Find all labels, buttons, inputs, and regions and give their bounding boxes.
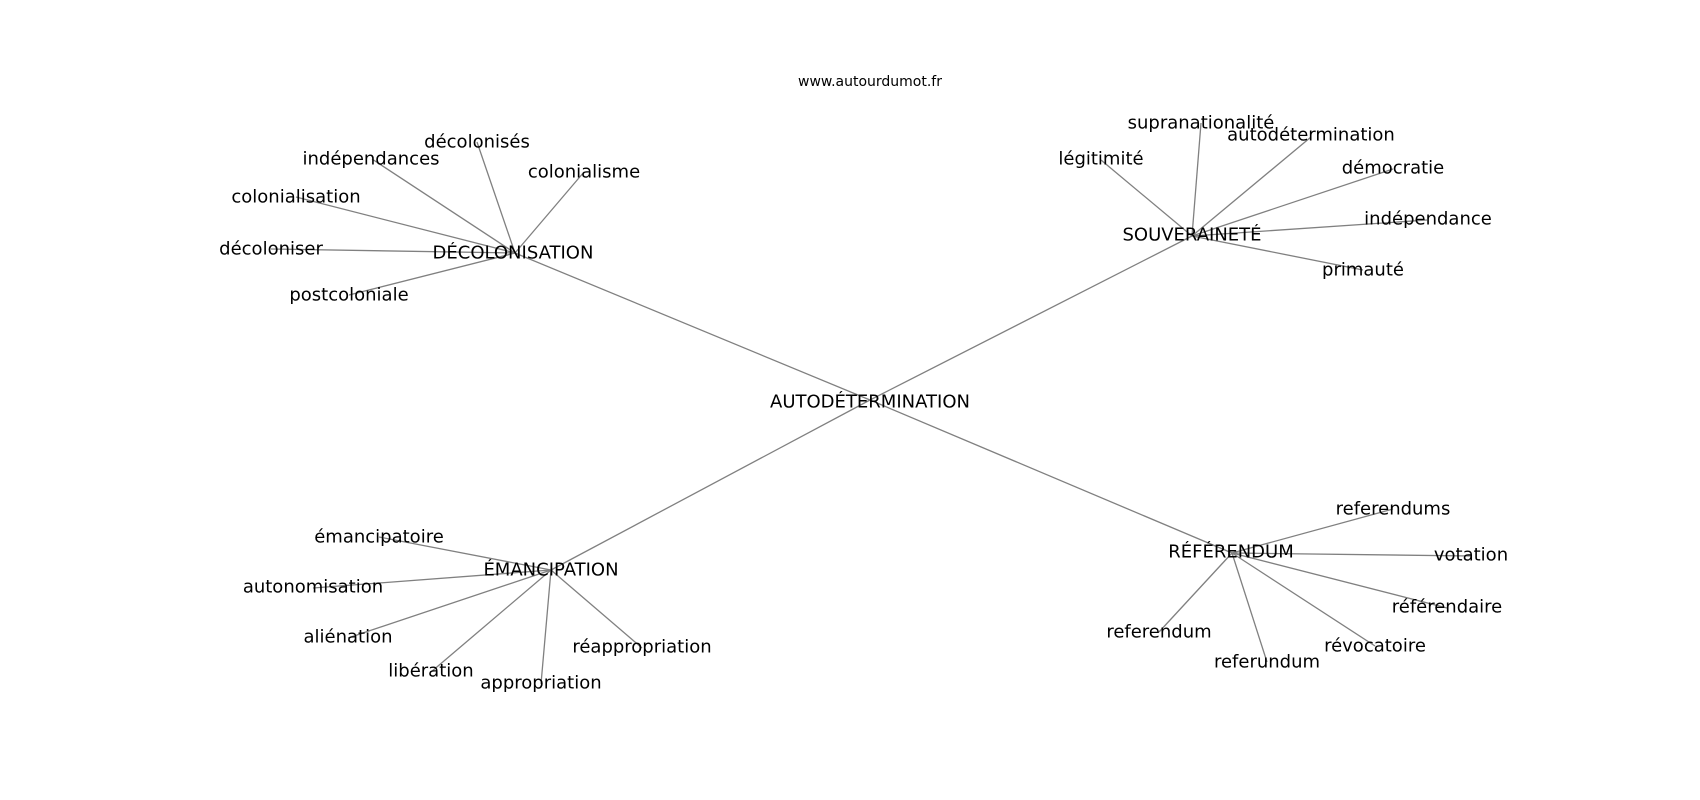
leaf-node: supranationalité	[1128, 113, 1275, 134]
edge-center-decolonisation	[514, 252, 871, 401]
site-watermark: www.autourdumot.fr	[798, 74, 942, 90]
leaf-node: référendaire	[1392, 597, 1503, 618]
leaf-node: primauté	[1322, 260, 1404, 281]
edge-leaf	[378, 536, 552, 571]
cluster-emancipation: ÉMANCIPATION émancipatoire autonomisatio…	[243, 527, 712, 694]
leaf-node: légitimité	[1058, 149, 1143, 170]
cluster-referendum: RÉFÉRENDUM referendums votation référend…	[1106, 499, 1508, 673]
edge-leaf	[371, 158, 516, 254]
edge-leaf	[1231, 552, 1448, 609]
leaf-node: émancipatoire	[314, 527, 444, 548]
edge-leaf	[550, 569, 643, 649]
leaf-node: postcoloniale	[289, 285, 408, 306]
edge-leaf	[347, 569, 552, 639]
edges	[270, 122, 1472, 685]
edge-center-emancipation	[550, 399, 871, 571]
edge-center-referendum	[869, 399, 1233, 554]
leaf-node: indépendances	[302, 149, 439, 170]
edge-leaf	[1100, 159, 1193, 237]
leaf-node: referendum	[1106, 622, 1211, 643]
edge-leaf	[1191, 122, 1202, 237]
edge-leaf	[1191, 235, 1364, 271]
leaf-node: appropriation	[480, 673, 601, 694]
edge-leaf	[1158, 552, 1233, 633]
leaf-node: indépendance	[1364, 209, 1492, 230]
edge-leaf	[295, 196, 516, 254]
leaf-node: décolonisés	[424, 132, 530, 153]
edge-leaf	[348, 252, 516, 296]
edge-leaf	[312, 569, 552, 589]
leaf-node: libération	[388, 661, 473, 682]
leaf-node: referundum	[1214, 652, 1320, 673]
edge-center-souverainete	[869, 235, 1193, 401]
hub-node: ÉMANCIPATION	[483, 559, 618, 581]
leaf-node: démocratie	[1342, 158, 1445, 179]
leaf-node: aliénation	[303, 627, 392, 648]
edge-leaf	[1191, 136, 1312, 237]
edge-leaf	[270, 248, 516, 254]
cluster-decolonisation: DÉCOLONISATION indépendances décolonisés…	[219, 132, 640, 306]
edge-leaf	[540, 569, 552, 685]
edge-leaf	[1191, 168, 1394, 237]
leaf-node: révocatoire	[1324, 636, 1426, 657]
leaf-node: referendums	[1336, 499, 1451, 520]
leaf-node: autonomisation	[243, 577, 383, 598]
leaf-node: décoloniser	[219, 239, 323, 260]
hub-node: SOUVERAINETÉ	[1122, 224, 1261, 246]
cluster-souverainete: SOUVERAINETÉ supranationalité autodéterm…	[1058, 113, 1491, 281]
hub-node: RÉFÉRENDUM	[1168, 541, 1294, 563]
edge-leaf	[1191, 219, 1428, 237]
leaf-node: autodétermination	[1227, 125, 1395, 146]
leaf-node: colonialisation	[231, 187, 360, 208]
center-node: AUTODÉTERMINATION	[770, 391, 970, 413]
hub-node: DÉCOLONISATION	[433, 242, 594, 264]
edge-leaf	[514, 171, 585, 254]
edge-leaf	[1231, 552, 1376, 647]
leaf-node: votation	[1434, 545, 1508, 566]
edge-leaf	[1231, 552, 1472, 557]
edge-leaf	[430, 569, 552, 673]
leaf-node: colonialisme	[528, 162, 640, 183]
edge-leaf	[476, 141, 516, 254]
edge-leaf	[1231, 552, 1268, 663]
leaf-node: réappropriation	[572, 637, 711, 658]
edge-leaf	[1231, 508, 1394, 554]
